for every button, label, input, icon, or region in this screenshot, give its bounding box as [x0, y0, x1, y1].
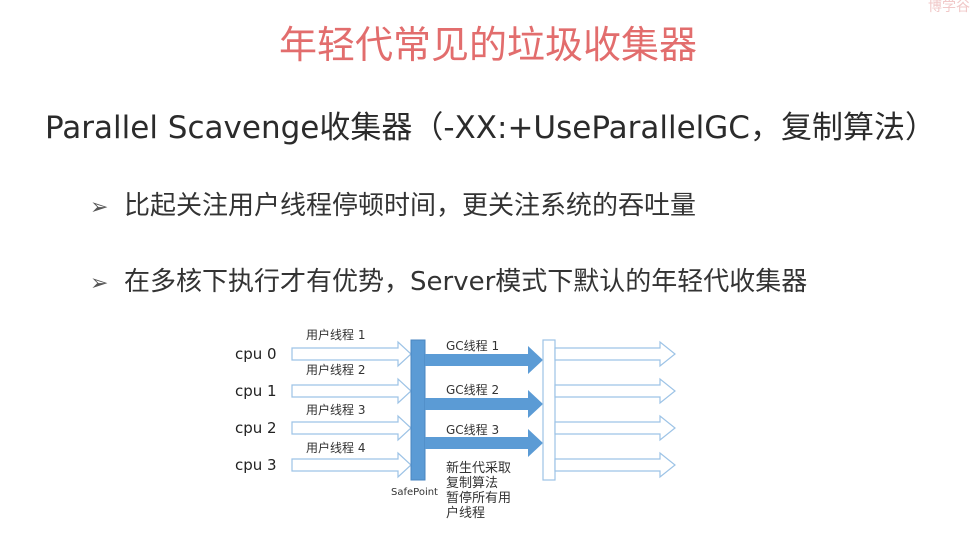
watermark: 博学谷	[928, 0, 970, 15]
cpu-label: cpu 0	[235, 345, 277, 363]
arrow-bullet-icon: ➢	[90, 195, 109, 220]
slide-subtitle: Parallel Scavenge收集器（-XX:+UseParallelGC，…	[45, 110, 936, 146]
resumed-thread-arrow	[554, 377, 676, 405]
bullet-item: ➢ 在多核下执行才有优势，Server模式下默认的年轻代收集器	[90, 261, 807, 298]
cpu-label: cpu 3	[235, 456, 277, 474]
resumed-thread-arrow	[554, 451, 676, 479]
note-line: 新生代采取	[446, 460, 511, 476]
user-thread-arrow	[291, 451, 412, 479]
slide-title: 年轻代常见的垃圾收集器	[278, 23, 697, 67]
note-line: 暂停所有用	[446, 490, 511, 506]
user-thread-label: 用户线程 2	[306, 362, 365, 377]
gc-thread-label: GC线程 2	[446, 382, 499, 397]
user-thread-arrow	[291, 340, 412, 368]
gc-thread-arrow	[425, 429, 543, 457]
bullet-text: 比起关注用户线程停顿时间，更关注系统的吞吐量	[124, 191, 697, 221]
user-thread-arrow	[291, 414, 412, 442]
gc-thread-label: GC线程 3	[446, 422, 499, 437]
resumed-thread-arrow	[554, 414, 676, 442]
user-thread-arrow	[291, 377, 412, 405]
user-thread-label: 用户线程 1	[306, 327, 365, 342]
gc-thread-arrow	[425, 390, 543, 418]
cpu-label: cpu 1	[235, 382, 277, 400]
gc-thread-arrow	[425, 346, 543, 374]
resume-bar	[542, 339, 556, 481]
gc-diagram: cpu 0 cpu 1 cpu 2 cpu 3 用户线程 1 用户线程 2 用户…	[235, 327, 676, 521]
arrow-bullet-icon: ➢	[90, 271, 109, 296]
cpu-label: cpu 2	[235, 419, 277, 437]
bullet-item: ➢ 比起关注用户线程停顿时间，更关注系统的吞吐量	[90, 185, 696, 222]
note-line: 复制算法	[446, 476, 498, 491]
safepoint-label: SafePoint	[391, 487, 438, 498]
note-line: 户线程	[446, 505, 485, 521]
gc-thread-label: GC线程 1	[446, 338, 499, 353]
safepoint-bar	[410, 339, 426, 481]
resumed-thread-arrow	[554, 340, 676, 368]
bullet-text: 在多核下执行才有优势，Server模式下默认的年轻代收集器	[124, 267, 808, 297]
user-thread-label: 用户线程 3	[306, 402, 365, 417]
user-thread-label: 用户线程 4	[306, 440, 365, 455]
